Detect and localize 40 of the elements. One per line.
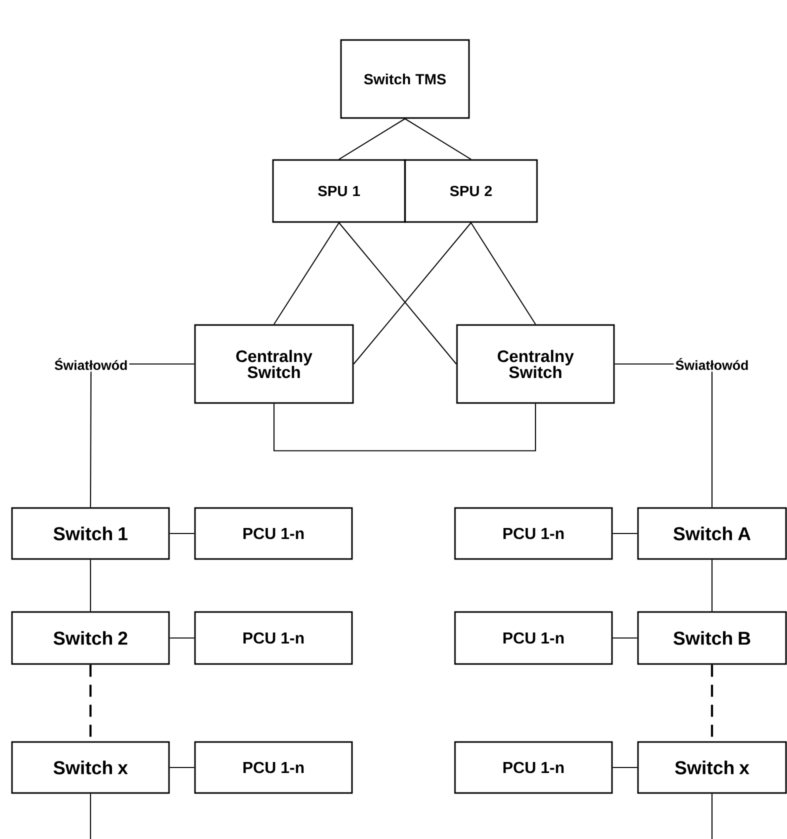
switch-box: Centralny Switch <box>194 324 354 404</box>
connector-line <box>129 363 194 365</box>
connector-line <box>338 118 406 160</box>
switch-box: Centralny Switch <box>456 324 615 404</box>
switch-box: Switch 2 <box>11 611 170 665</box>
connector-line <box>612 637 638 639</box>
connector-line <box>711 560 713 612</box>
switch-box: PCU 1-n <box>454 507 613 560</box>
switch-box: Switch x <box>637 741 787 794</box>
connector-line <box>273 404 536 452</box>
switch-box: PCU 1-n <box>194 741 353 794</box>
connector-line <box>170 532 194 534</box>
connector-line <box>90 372 92 508</box>
switch-box: PCU 1-n <box>194 611 353 665</box>
switch-box: Switch 1 <box>11 507 170 560</box>
connector-line <box>614 363 674 365</box>
connector-line <box>90 794 92 839</box>
fiber-label: Światłowód <box>54 358 127 370</box>
switch-box: Switch A <box>637 507 787 560</box>
switch-box: Switch B <box>637 611 787 665</box>
switch-box: Switch TMS <box>340 39 470 119</box>
connector-line <box>90 560 92 612</box>
switch-box: SPU 2 <box>404 159 538 223</box>
connector-line <box>170 637 194 639</box>
connector-line <box>612 766 638 768</box>
connector-line <box>274 222 340 325</box>
switch-box: PCU 1-n <box>454 741 613 794</box>
connector-line <box>470 222 536 325</box>
connector-line <box>612 532 638 534</box>
connector-line <box>353 222 472 364</box>
connector-line <box>338 222 457 364</box>
switch-box: PCU 1-n <box>194 507 353 560</box>
switch-box: SPU 1 <box>272 159 406 223</box>
connector-line <box>711 794 713 839</box>
connector-line <box>404 118 472 160</box>
switch-box: Switch x <box>11 741 170 794</box>
fiber-label: Światłowód <box>676 358 748 370</box>
switch-box: PCU 1-n <box>454 611 613 665</box>
connector-line <box>170 766 194 768</box>
connector-line <box>711 372 713 508</box>
